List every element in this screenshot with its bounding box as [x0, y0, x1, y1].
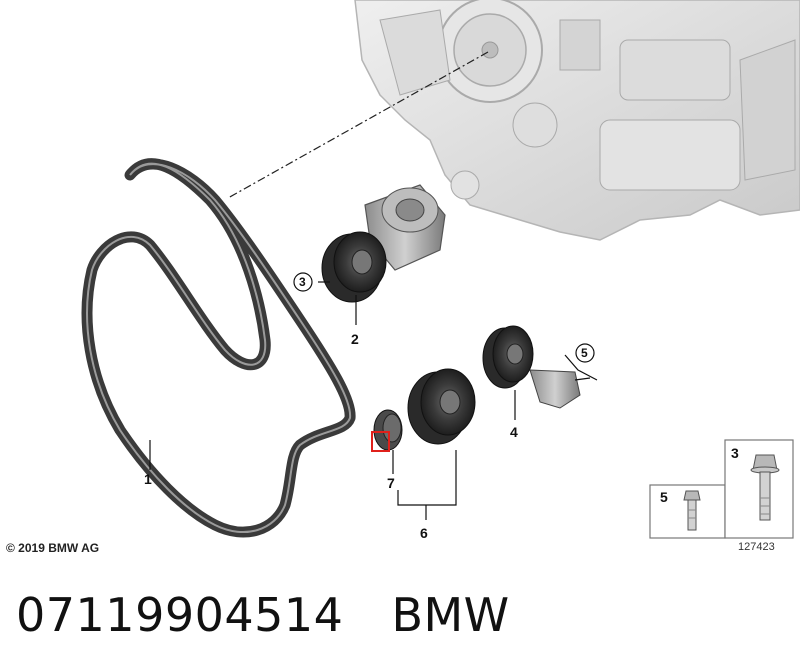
- callout-leaders: [149, 281, 598, 520]
- drive-belt: [81, 158, 356, 538]
- callout-2: 2: [351, 331, 359, 347]
- callout-6: 6: [420, 525, 428, 541]
- part-number: 07119904514: [16, 588, 344, 642]
- callout-1: 1: [144, 471, 152, 487]
- callout-5: 5: [581, 346, 588, 360]
- parts-diagram: 1 2 3 4 5 6 7 5 3: [81, 0, 800, 541]
- idler-pulley: [407, 368, 476, 445]
- pulley-with-bracket: [482, 325, 581, 409]
- callout-labels: 1 2 3 4 5 6 7: [144, 272, 595, 541]
- brand-name: BMW: [391, 588, 510, 642]
- engine-block: [354, 0, 800, 241]
- callout-4: 4: [510, 424, 518, 440]
- part-number-footer: 07119904514 BMW: [16, 588, 510, 642]
- dust-cap: [371, 409, 403, 452]
- short-bolt-icon: [683, 490, 701, 531]
- copyright-notice: © 2019 BMW AG: [6, 541, 100, 555]
- drawing-number: 127423: [738, 541, 775, 553]
- highlight-box: [371, 431, 390, 452]
- long-bolt-icon: [750, 454, 780, 521]
- tensioner-pulley: [321, 231, 387, 303]
- inset-callout-3: 3: [731, 445, 739, 461]
- inset-callout-5: 5: [660, 489, 668, 505]
- callout-7: 7: [387, 475, 395, 491]
- callout-3: 3: [299, 275, 306, 289]
- bolt-inset: 5 3: [649, 439, 794, 539]
- alignment-line: [227, 51, 489, 199]
- tensioner-housing: [364, 184, 446, 271]
